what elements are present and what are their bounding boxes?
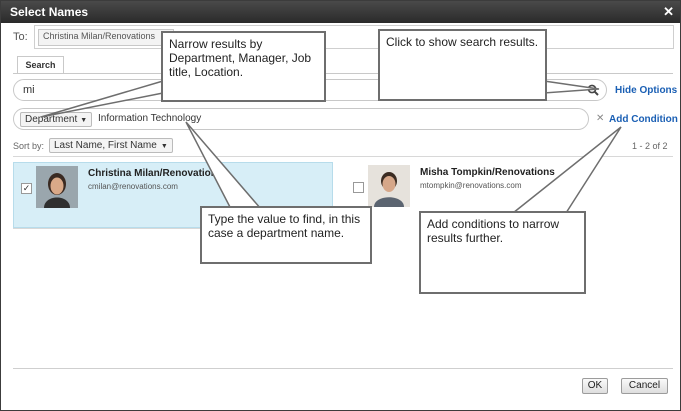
results-divider (13, 228, 333, 229)
callout-type-value: Type the value to find, in this case a d… (200, 206, 372, 264)
condition-value-input[interactable]: Information Technology (98, 113, 202, 124)
chevron-down-icon: ▼ (80, 117, 88, 124)
tab-search[interactable]: Search (17, 56, 64, 74)
callout-narrow-results: Narrow results by Department, Manager, J… (161, 31, 326, 102)
condition-field-label: Department (25, 114, 78, 125)
result-name: Christina Milan/Renovations (88, 168, 223, 179)
search-input-value: mi (23, 84, 35, 96)
result-count: 1 - 2 of 2 (632, 141, 668, 151)
title-bar: Select Names ✕ (1, 1, 680, 23)
result-email: mtompkin@renovations.com (420, 181, 522, 190)
to-label: To: (13, 31, 28, 43)
cancel-button[interactable]: Cancel (621, 378, 668, 394)
result-email: cmilan@renovations.com (88, 182, 178, 191)
sort-select-value: Last Name, First Name (54, 140, 157, 151)
dialog-title: Select Names (10, 5, 89, 19)
result-card[interactable]: Misha Tompkin/Renovations mtompkin@renov… (346, 162, 666, 228)
callout-add-conditions: Add conditions to narrow results further… (419, 211, 586, 294)
chevron-down-icon: ▼ (160, 143, 168, 150)
tab-divider (13, 73, 673, 74)
condition-row: Department▼ Information Technology (13, 108, 589, 130)
callout-search-results: Click to show search results. (378, 29, 547, 101)
ok-button[interactable]: OK (582, 378, 608, 394)
to-field[interactable]: Christina Milan/Renovations✕ (34, 25, 674, 49)
sort-label: Sort by: (13, 141, 45, 151)
avatar (36, 166, 78, 208)
remove-condition-icon[interactable]: ✕ (596, 113, 605, 124)
sort-select[interactable]: Last Name, First Name▼ (49, 138, 173, 153)
result-name: Misha Tompkin/Renovations (420, 167, 555, 178)
results-divider (13, 156, 673, 157)
close-icon[interactable]: ✕ (663, 4, 674, 19)
hide-options-link[interactable]: Hide Options (615, 85, 678, 96)
footer-divider (13, 368, 673, 369)
result-checkbox[interactable]: ✓ (21, 183, 32, 194)
add-condition-link[interactable]: Add Condition (609, 114, 678, 125)
result-checkbox[interactable] (353, 182, 364, 193)
recipient-chip-label: Christina Milan/Renovations (43, 31, 156, 41)
avatar (368, 165, 410, 207)
